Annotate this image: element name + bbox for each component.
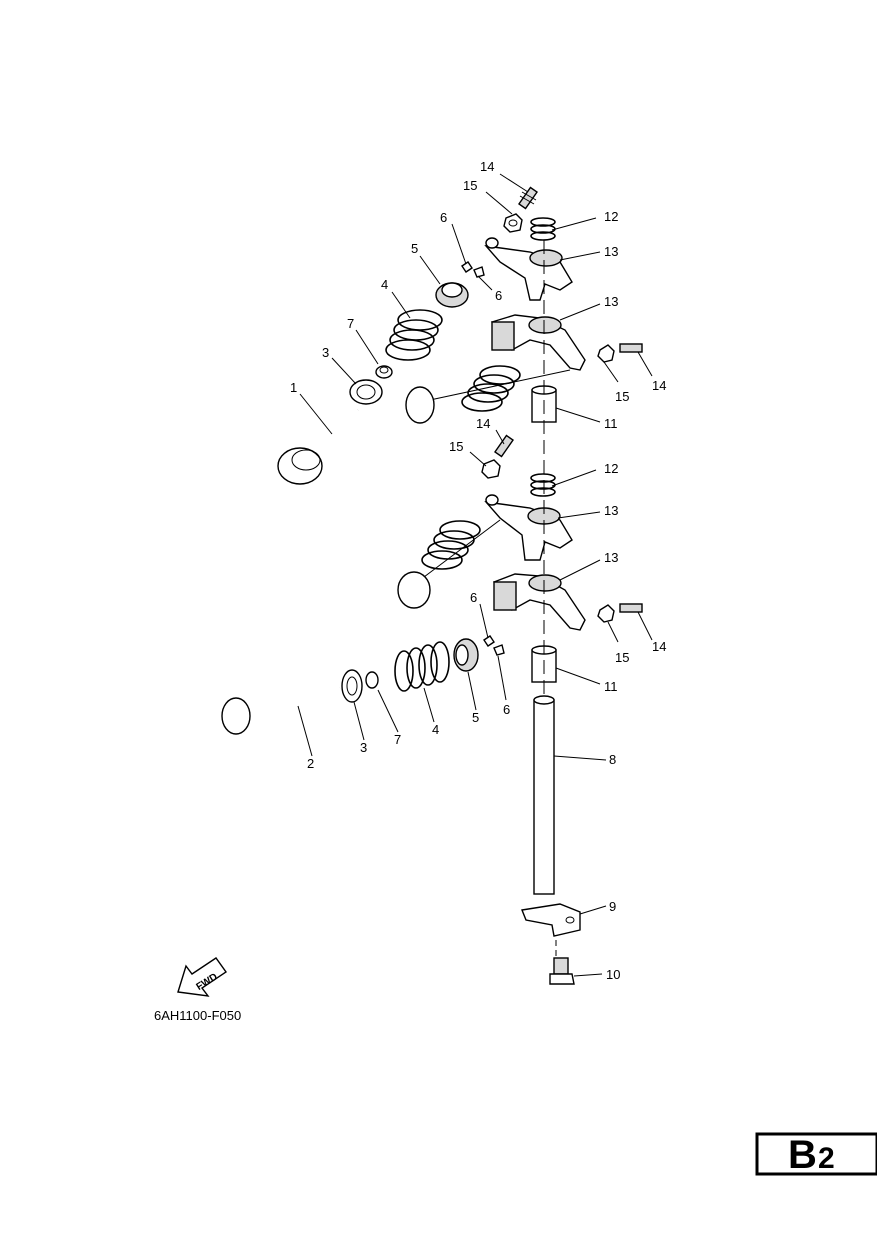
bolt <box>549 957 575 985</box>
spring-retainer-upper <box>435 282 469 308</box>
guide-plate <box>521 903 581 937</box>
callout-label: 11 <box>604 416 618 431</box>
rocker-spring-mid <box>530 473 556 497</box>
rocker-arm-lower-1 <box>484 494 573 561</box>
callout-label: 4 <box>381 277 388 292</box>
rocker-arm-upper-1 <box>484 237 573 301</box>
callout-label: 8 <box>609 752 616 767</box>
spring-retainer-lower <box>453 638 479 672</box>
fwd-arrow-icon: FWD <box>177 957 227 997</box>
callout-label: 14 <box>652 639 666 654</box>
exhaust-valve <box>221 686 341 735</box>
rocker-arm-lower-2 <box>492 573 586 631</box>
callout-label: 6 <box>503 702 510 717</box>
callout-label: 1 <box>290 380 297 395</box>
callout-label: 15 <box>449 439 463 454</box>
callout-label: 6 <box>495 288 502 303</box>
locknut-right-upper <box>597 344 615 363</box>
callout-label: 12 <box>604 461 618 476</box>
callout-label: 12 <box>604 209 618 224</box>
callout-numbers: 14 15 12 6 13 5 6 4 13 7 3 15 14 1 14 11… <box>290 159 666 982</box>
exhaust-valve-upper <box>405 369 571 424</box>
callout-label: 3 <box>360 740 367 755</box>
callout-label: 11 <box>604 679 618 694</box>
callout-label: 3 <box>322 345 329 360</box>
adjusting-screw-mid <box>494 434 514 458</box>
locknut-top <box>503 213 523 233</box>
adjusting-screw-top <box>518 186 538 210</box>
spring-seat-lower <box>341 669 363 703</box>
callout-label: 5 <box>411 241 418 256</box>
callout-label: 15 <box>615 650 629 665</box>
callout-label: 14 <box>476 416 490 431</box>
collet-lower <box>483 635 505 656</box>
callout-label: 2 <box>307 756 314 771</box>
adjusting-screw-right-lower <box>619 603 643 613</box>
callout-label: 13 <box>604 294 618 309</box>
locknut-right-lower <box>597 604 615 623</box>
callout-label: 7 <box>394 732 401 747</box>
callout-label: 13 <box>604 550 618 565</box>
rocker-spring-top <box>530 217 556 241</box>
valve-seal-lower <box>365 671 379 689</box>
callout-label: 5 <box>472 710 479 725</box>
leader-lines <box>297 173 653 977</box>
callout-label: 4 <box>432 722 439 737</box>
rocker-arm-upper-2 <box>490 314 586 371</box>
page-badge-letter: B <box>788 1133 817 1177</box>
intake-valve <box>277 408 360 485</box>
valve-spring-lower-2 <box>421 520 481 570</box>
callout-label: 15 <box>615 389 629 404</box>
callout-label: 6 <box>440 210 447 225</box>
locknut-mid <box>481 459 501 479</box>
collet-upper <box>461 261 485 278</box>
callout-label: 10 <box>606 967 620 982</box>
callout-label: 14 <box>480 159 494 174</box>
adjusting-screw-right-upper <box>619 343 643 353</box>
callout-label: 7 <box>347 316 354 331</box>
spring-seat-upper <box>349 379 383 405</box>
callout-label: 13 <box>604 244 618 259</box>
callout-label: 13 <box>604 503 618 518</box>
valve-seal-upper <box>375 365 393 379</box>
valve-spring-upper <box>385 309 443 361</box>
callout-label: 15 <box>463 178 477 193</box>
callout-label: 6 <box>470 590 477 605</box>
valve-spring-upper-2 <box>461 365 521 412</box>
page-badge-number: 2 <box>818 1142 835 1175</box>
callout-label: 14 <box>652 378 666 393</box>
push-rod <box>533 695 555 895</box>
drawing-code: 6AH1100-F050 <box>154 1008 241 1023</box>
page-badge: B 2 <box>755 1132 877 1177</box>
valve-spring-lower <box>394 641 450 692</box>
exhaust-valve-lower <box>397 519 501 609</box>
callout-label: 9 <box>609 899 616 914</box>
